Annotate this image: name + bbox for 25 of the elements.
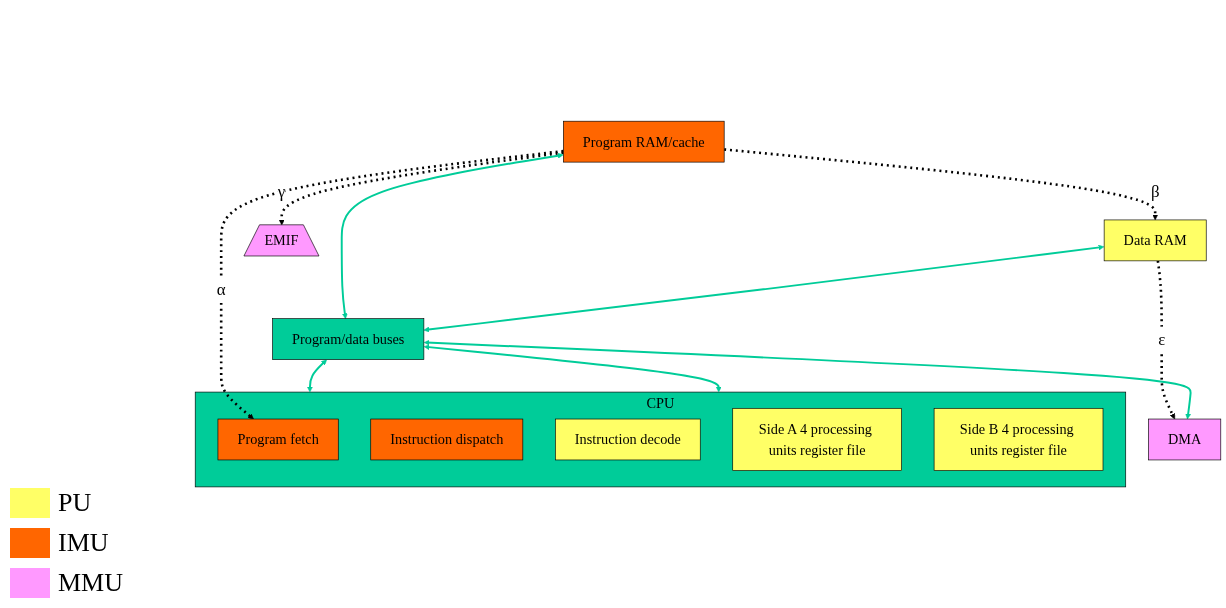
legend-label: PU <box>58 488 92 518</box>
legend-label: IMU <box>58 528 109 558</box>
arrow <box>423 244 1105 333</box>
edge-label: α <box>216 280 226 300</box>
node-box: Instruction dispatch <box>370 418 524 461</box>
node-box: Program fetch <box>217 418 339 461</box>
arrow <box>724 148 1159 221</box>
node-box: Program RAM/cache <box>563 120 725 163</box>
arrow <box>307 359 327 393</box>
node-box: Instruction decode <box>555 418 701 461</box>
node-box: Program/data buses <box>272 318 425 360</box>
node-box: DMA <box>1148 418 1222 461</box>
arrow <box>423 344 722 393</box>
arrow <box>340 152 564 319</box>
node-box: Side B 4 processing units register file <box>933 407 1104 471</box>
edge-label: γ <box>277 181 286 201</box>
arrow <box>278 151 564 226</box>
arrow <box>219 149 564 420</box>
arrow <box>423 339 1192 420</box>
edge-label: ε <box>1158 329 1166 349</box>
arrow <box>1156 260 1176 420</box>
node-box: Side A 4 processing units register file <box>732 407 902 471</box>
node-box: Data RAM <box>1103 219 1207 262</box>
legend-label: MMU <box>58 568 123 598</box>
edge-label: β <box>1150 181 1160 201</box>
